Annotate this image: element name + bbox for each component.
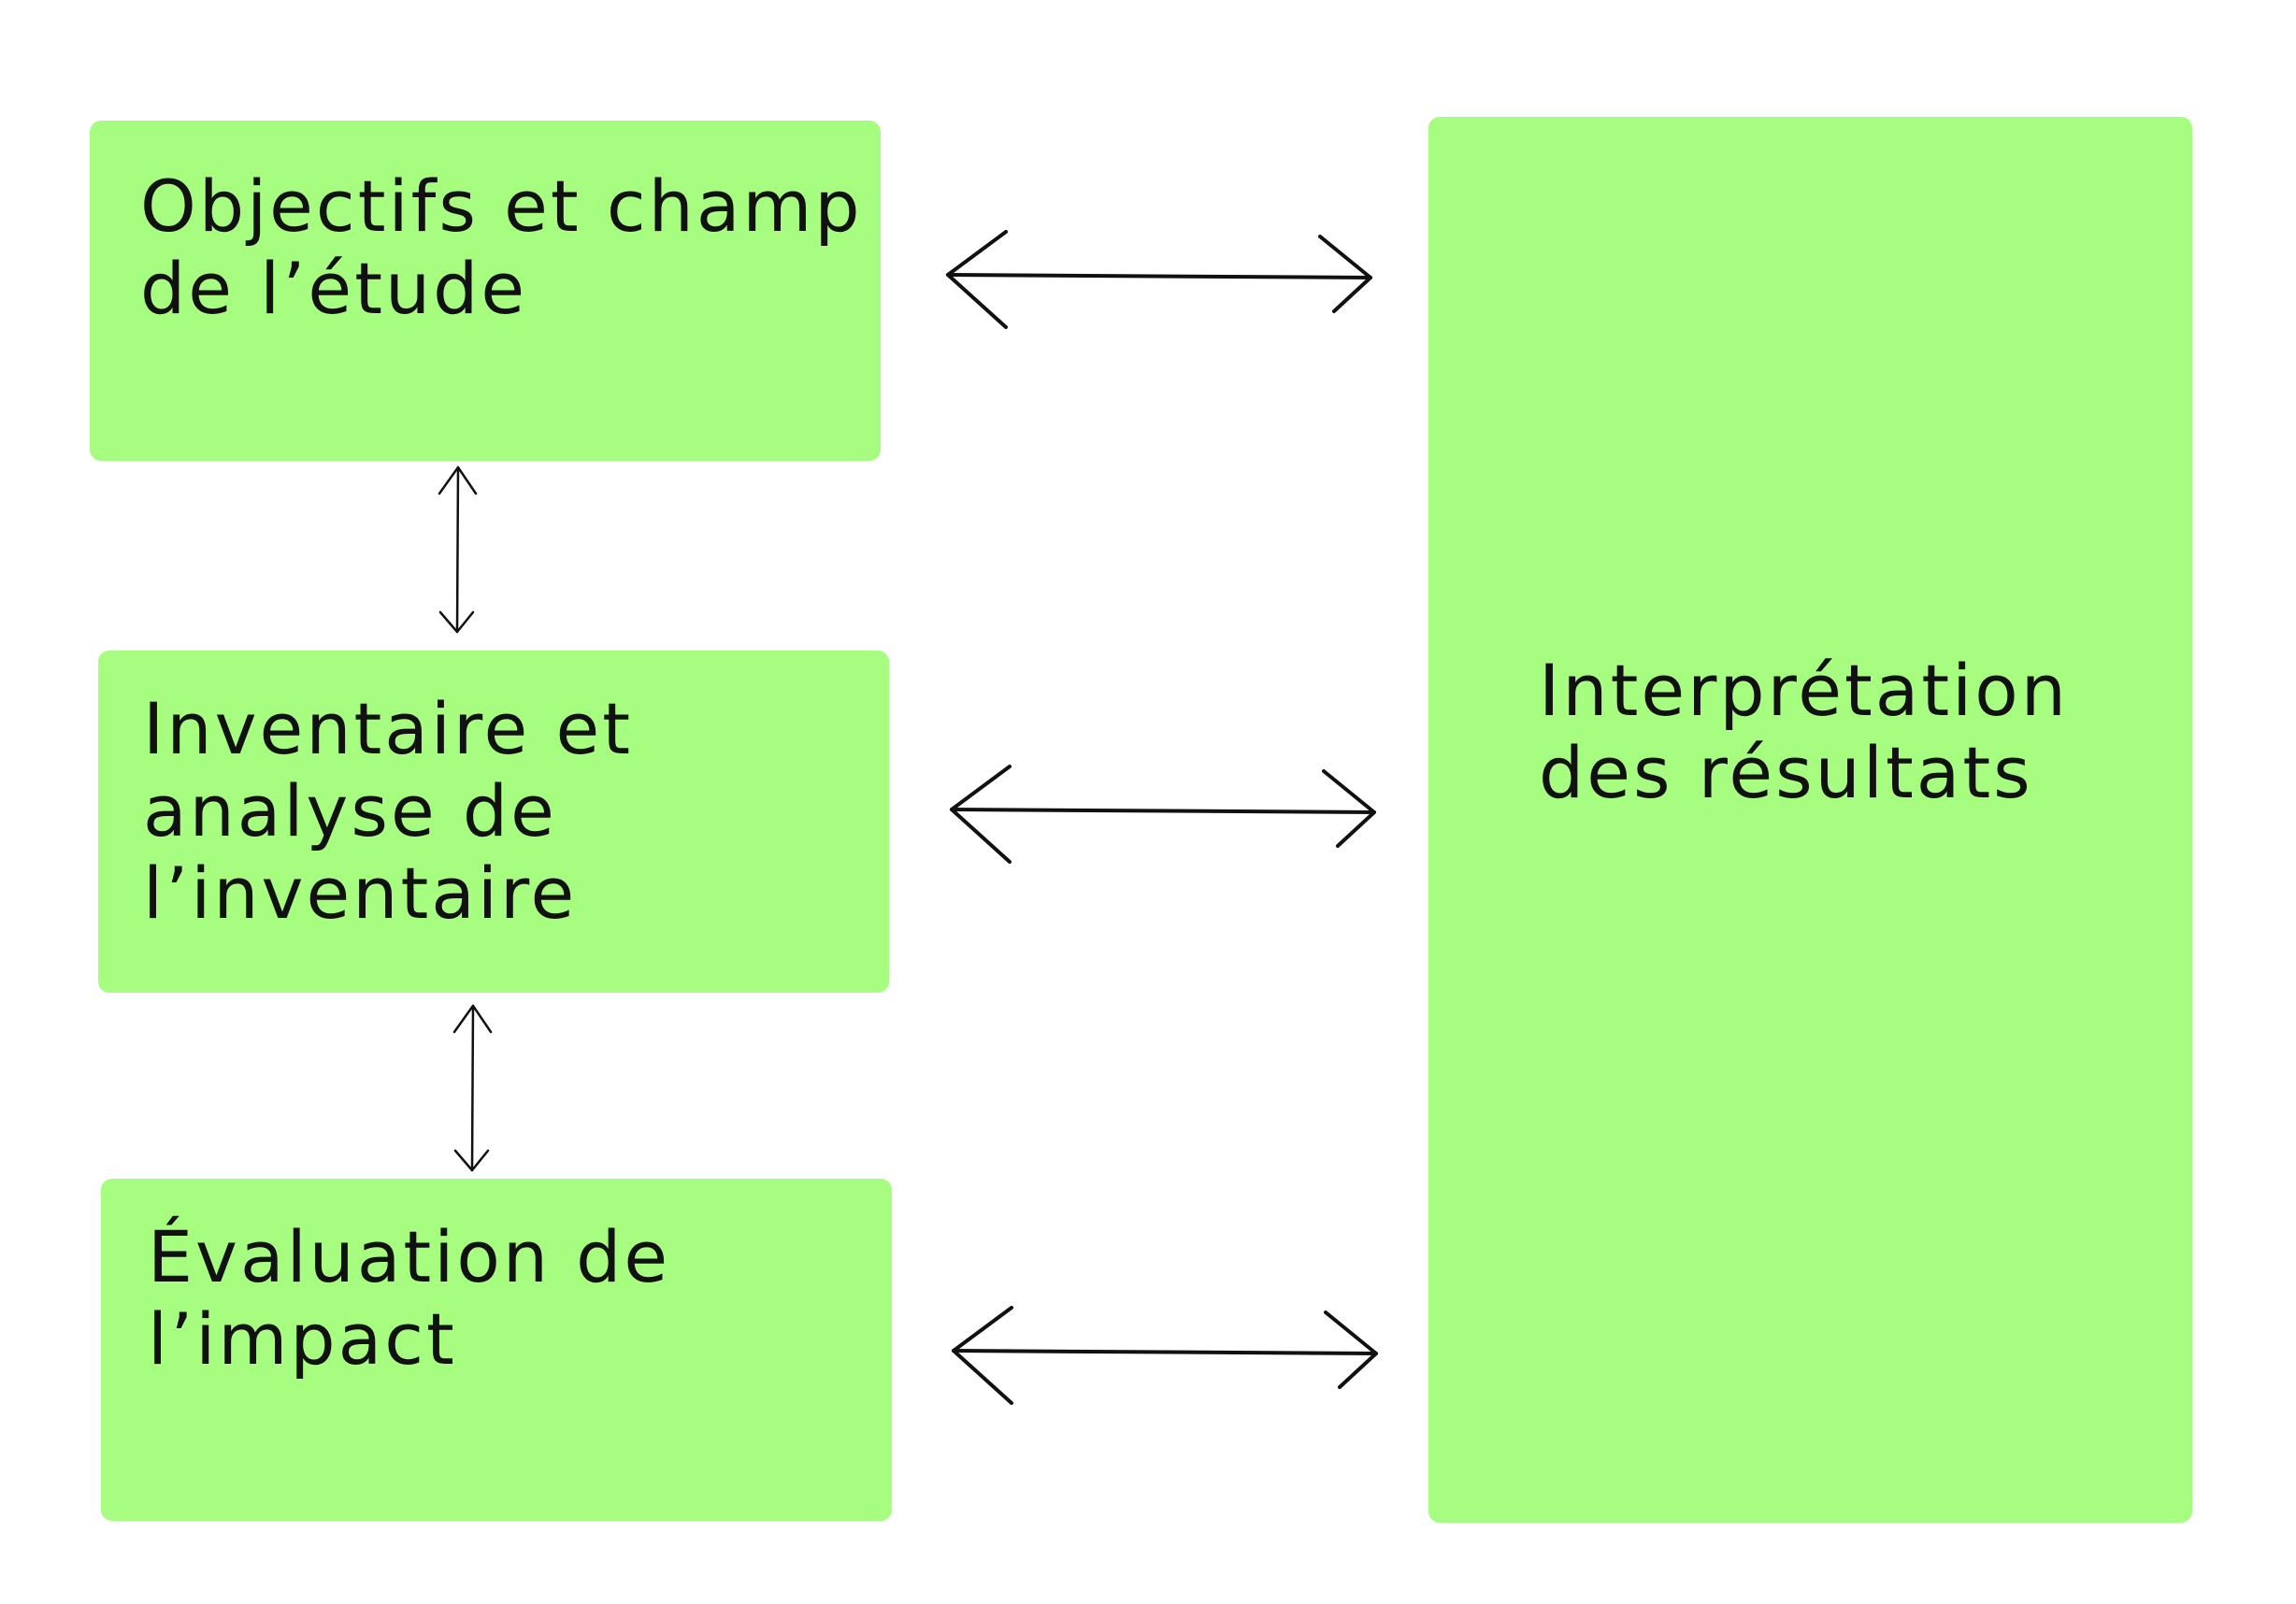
box-evaluation-label: Évaluation de l’impact	[148, 1215, 671, 1381]
arrow-inventaire-interpretation	[950, 765, 1376, 864]
arrow-objectifs-inventaire	[438, 465, 478, 634]
box-objectifs-label: Objectifs et champ de l’étude	[140, 165, 863, 330]
box-objectifs: Objectifs et champ de l’étude	[90, 121, 881, 461]
box-evaluation: Évaluation de l’impact	[101, 1179, 892, 1521]
arrow-objectifs-interpretation	[946, 230, 1372, 329]
arrow-evaluation-interpretation	[952, 1306, 1378, 1405]
box-inventaire: Inventaire et analyse de l’inventaire	[98, 651, 889, 993]
box-interpretation-label: Interprétation des résultats	[1539, 649, 2069, 814]
box-interpretation: Interprétation des résultats	[1428, 117, 2192, 1523]
arrow-inventaire-evaluation	[452, 1004, 493, 1172]
box-inventaire-label: Inventaire et analyse de l’inventaire	[143, 687, 634, 935]
